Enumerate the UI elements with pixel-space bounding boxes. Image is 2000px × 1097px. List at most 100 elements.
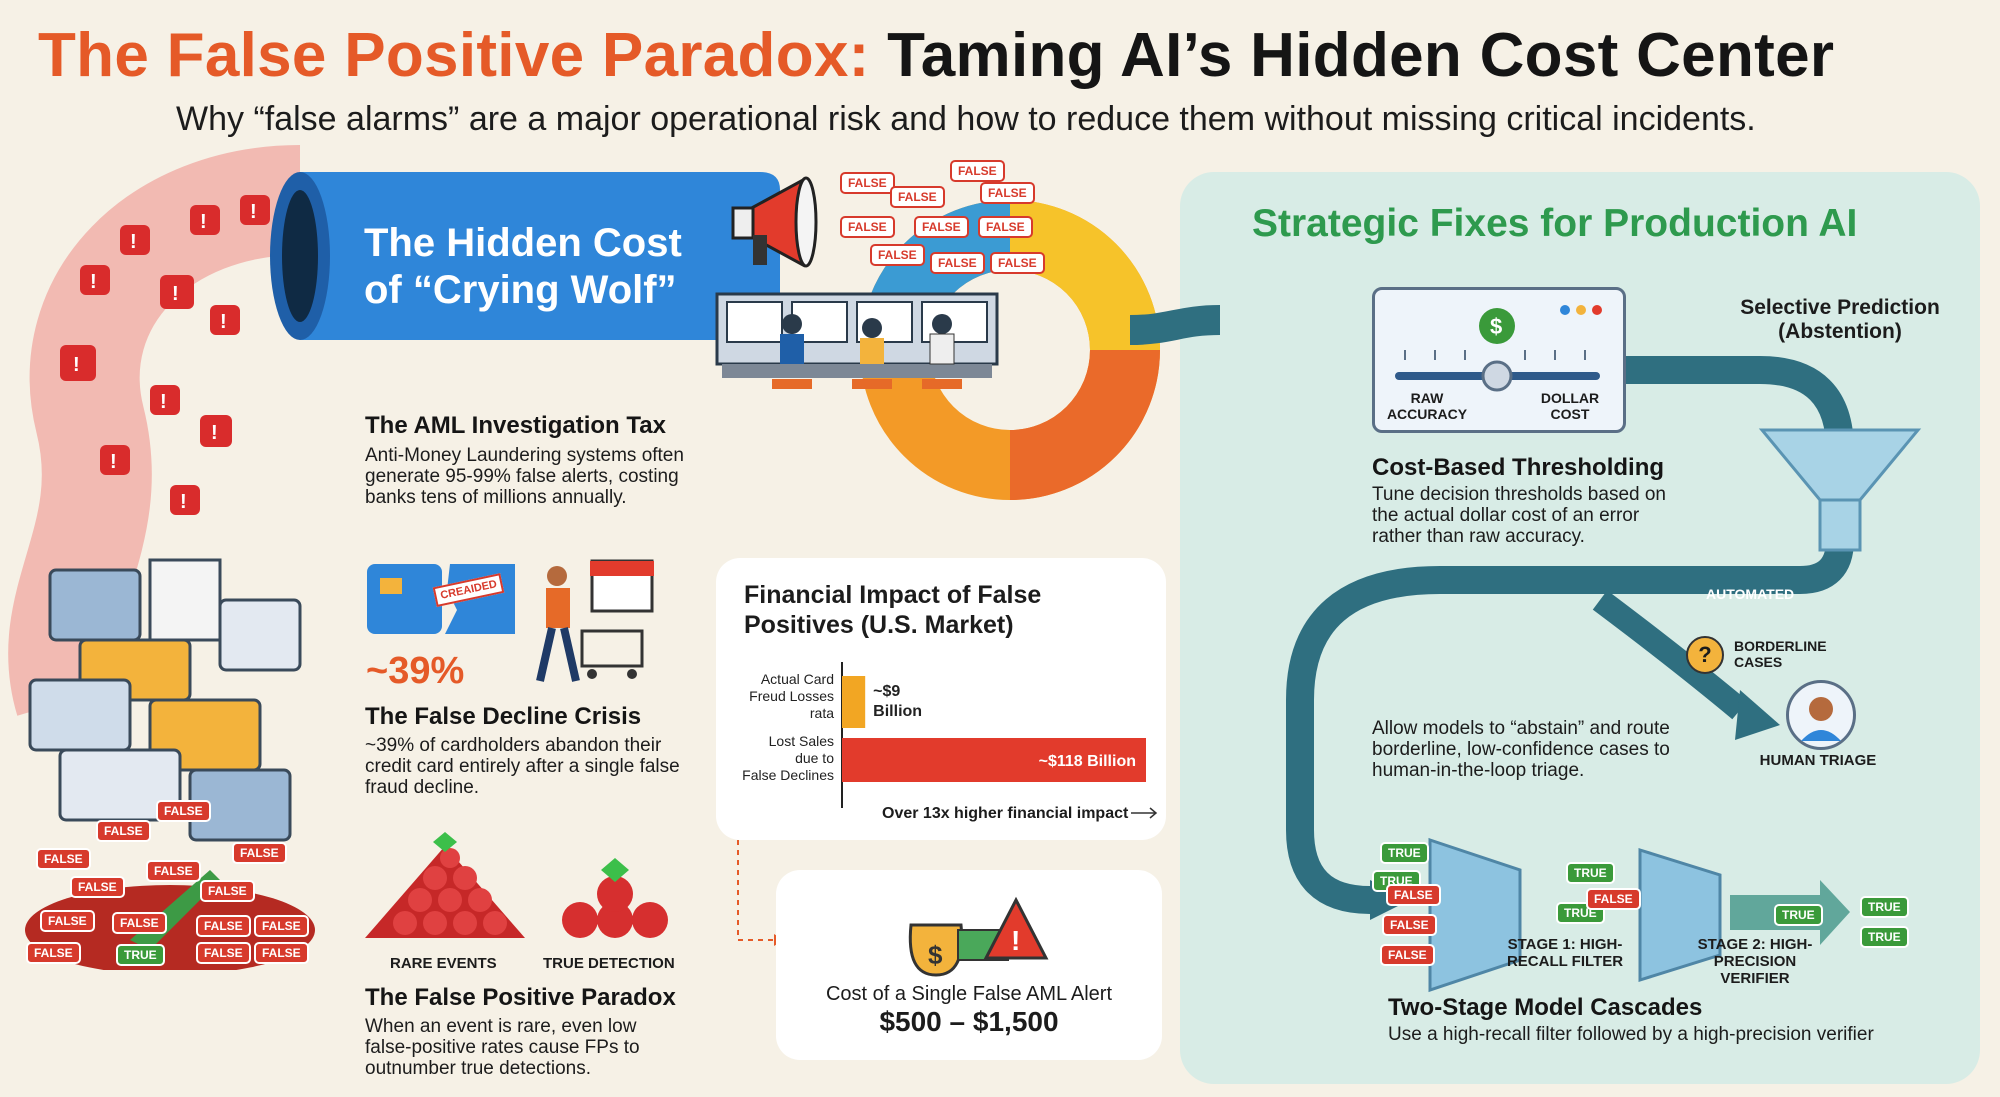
threshold-slider-widget: $	[1372, 287, 1626, 433]
false-bubble: FALSE	[890, 186, 945, 208]
svg-text:!: !	[180, 491, 187, 513]
chart-connector	[737, 840, 780, 946]
false-pill: FALSE	[1382, 914, 1437, 936]
aml-body: Anti-Money Laundering systems often gene…	[365, 445, 684, 508]
rare-events-illustration	[365, 828, 675, 938]
false-tag: FALSE	[196, 915, 251, 937]
true-pill: TRUE	[1566, 862, 1615, 884]
bar-1	[842, 738, 1146, 782]
svg-text:!: !	[130, 231, 137, 253]
true-pill: TRUE	[1860, 926, 1909, 948]
page-subtitle: Why “false alarms” are a major operation…	[176, 100, 1756, 138]
paradox-heading: The False Positive Paradox	[365, 984, 676, 1011]
title-part-2: Taming AI’s Hidden Cost Center	[887, 21, 1835, 90]
borderline-label: BORDERLINE CASES	[1734, 638, 1827, 670]
megaphone-icon	[728, 170, 838, 280]
false-bubble: FALSE	[914, 216, 969, 238]
cascade-body: Use a high-recall filter followed by a h…	[1388, 1024, 1874, 1045]
funnel-icon	[1758, 428, 1922, 502]
false-pill: FALSE	[1386, 884, 1441, 906]
false-bubble: FALSE	[980, 182, 1035, 204]
chart-title: Financial Impact of False Positives (U.S…	[744, 581, 1042, 639]
decline-heading: The False Decline Crisis	[365, 703, 642, 730]
false-bubble: FALSE	[840, 172, 895, 194]
true-pill: TRUE	[1860, 896, 1909, 918]
false-tag: FALSE	[196, 942, 251, 964]
human-avatar	[1786, 680, 1856, 750]
false-tag: FALSE	[156, 800, 211, 822]
paradox-body: When an event is rare, even low false-po…	[365, 1016, 640, 1079]
false-pill: FALSE	[1586, 888, 1641, 910]
stage2-cone	[1638, 847, 1722, 983]
stage1-cone	[1428, 837, 1522, 993]
automated-label: AUTOMATED	[1706, 586, 1795, 602]
analysts-at-monitors-illustration	[712, 284, 1002, 404]
threshold-body: Tune decision thresholds based on the ac…	[1372, 484, 1666, 547]
false-bubble: FALSE	[930, 252, 985, 274]
false-tag: FALSE	[254, 942, 309, 964]
money-bag-warning-icon: $ !	[896, 890, 1056, 980]
banner-line-2: of “Crying Wolf”	[364, 268, 677, 312]
slider-label-left: RAW ACCURACY	[1386, 390, 1468, 422]
false-tag: FALSE	[26, 942, 81, 964]
false-tag: FALSE	[146, 860, 201, 882]
false-tag: FALSE	[40, 910, 95, 932]
svg-text:!: !	[250, 201, 257, 223]
svg-text:$: $	[928, 940, 943, 970]
svg-text:!: !	[90, 271, 97, 293]
false-tag: FALSE	[200, 880, 255, 902]
false-bubble: FALSE	[870, 244, 925, 266]
alert-cost-card	[776, 870, 1162, 1060]
false-bubble: FALSE	[840, 216, 895, 238]
false-tag: FALSE	[112, 912, 167, 934]
label-true-detection: TRUE DETECTION	[543, 955, 675, 972]
svg-text:$: $	[1490, 314, 1502, 339]
svg-text:!: !	[200, 211, 207, 233]
false-tag: FALSE	[254, 915, 309, 937]
false-tag: FALSE	[36, 848, 91, 870]
svg-text:!: !	[220, 311, 227, 333]
false-tag: FALSE	[70, 876, 125, 898]
threshold-heading: Cost-Based Thresholding	[1372, 454, 1665, 481]
alert-cost-value: $500 – $1,500	[879, 1006, 1059, 1037]
selective-heading: Selective Prediction (Abstention)	[1740, 296, 1940, 343]
value-label-1: ~$118 Billion	[1039, 753, 1136, 770]
bar-0	[842, 676, 866, 728]
fixes-pipe	[1286, 356, 1854, 914]
true-pill: TRUE	[1380, 842, 1429, 864]
svg-text:!: !	[160, 391, 167, 413]
false-alert-pile	[20, 540, 320, 975]
stage1-label: STAGE 1: HIGH-RECALL FILTER	[1506, 936, 1624, 970]
title-part-1: The False Positive Paradox:	[38, 21, 870, 90]
hidden-cost-banner-title: The Hidden Cost of “Crying Wolf”	[364, 220, 682, 314]
slider-label-right: DOLLAR COST	[1540, 390, 1600, 422]
footer-arrow	[1131, 807, 1158, 819]
svg-text:!: !	[172, 283, 179, 305]
false-alarm-bubbles: FALSE FALSE FALSE FALSE FALSE FALSE FALS…	[840, 160, 1045, 280]
decline-stat: ~39%	[366, 650, 465, 692]
true-pill: TRUE	[1774, 904, 1823, 926]
aml-heading: The AML Investigation Tax	[365, 412, 666, 439]
true-tag: TRUE	[116, 944, 165, 966]
abstain-body: Allow models to “abstain” and route bord…	[1372, 718, 1670, 781]
banner-line-1: The Hidden Cost	[364, 221, 682, 265]
label-rare-events: RARE EVENTS	[390, 955, 497, 972]
banner-pipe	[300, 172, 780, 340]
svg-text:!: !	[1011, 925, 1020, 956]
svg-text:!: !	[110, 451, 117, 473]
chart-footer: Over 13x higher financial impact	[882, 805, 1129, 822]
false-tag: FALSE	[96, 820, 151, 842]
question-icon: ?	[1686, 636, 1724, 674]
false-tag: FALSE	[232, 842, 287, 864]
cascade-heading: Two-Stage Model Cascades	[1388, 994, 1703, 1021]
decline-body: ~39% of cardholders abandon their credit…	[365, 735, 680, 798]
financial-impact-card	[716, 558, 1166, 840]
false-bubble: FALSE	[978, 216, 1033, 238]
false-bubble: FALSE	[950, 160, 1005, 182]
stage2-label: STAGE 2: HIGH-PRECISION VERIFIER	[1697, 936, 1813, 987]
fixes-heading: Strategic Fixes for Production AI	[1252, 202, 1858, 245]
